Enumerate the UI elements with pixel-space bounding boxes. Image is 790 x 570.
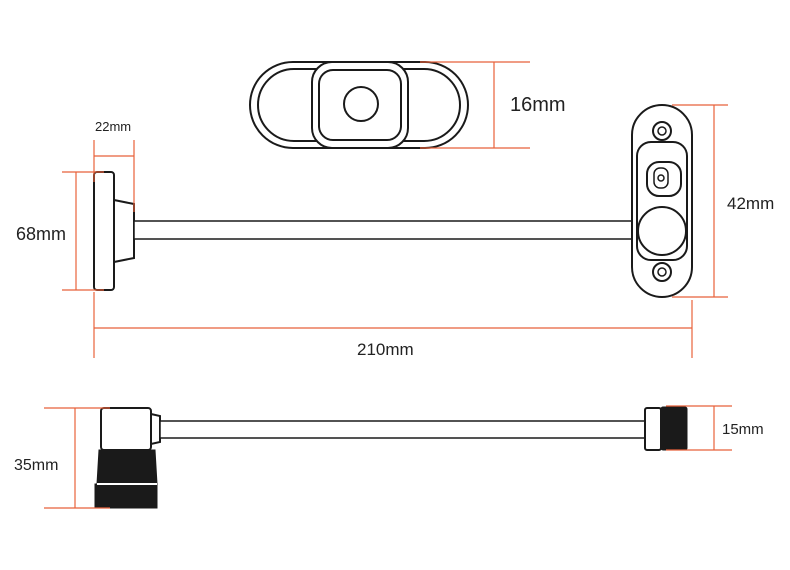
cable-top-view bbox=[133, 220, 633, 240]
end-cap-height-dimension bbox=[666, 405, 732, 451]
plate-lock-hole-icon bbox=[343, 86, 379, 122]
side-view-body bbox=[94, 407, 161, 509]
bracket-height-label: 42mm bbox=[727, 194, 774, 213]
flange-width-label: 22mm bbox=[95, 119, 131, 134]
side-height-label: 35mm bbox=[14, 457, 58, 474]
plate-height-dimension bbox=[420, 61, 530, 149]
release-button-icon bbox=[637, 206, 687, 256]
overall-length-label: 210mm bbox=[357, 340, 414, 359]
flange-height-dimension bbox=[62, 171, 104, 291]
side-height-dimension bbox=[44, 407, 110, 509]
plate-height-label: 16mm bbox=[510, 94, 566, 116]
overall-length-dimension bbox=[93, 292, 693, 358]
flange-width-dimension bbox=[93, 140, 135, 212]
right-bracket bbox=[631, 104, 693, 298]
cover-plate bbox=[249, 61, 469, 149]
cable-side-view bbox=[159, 420, 646, 439]
bracket-height-dimension bbox=[672, 104, 728, 298]
end-cap bbox=[644, 406, 688, 451]
left-flange bbox=[93, 171, 135, 291]
end-cap-height-label: 15mm bbox=[722, 421, 764, 438]
flange-height-label: 68mm bbox=[16, 224, 66, 244]
